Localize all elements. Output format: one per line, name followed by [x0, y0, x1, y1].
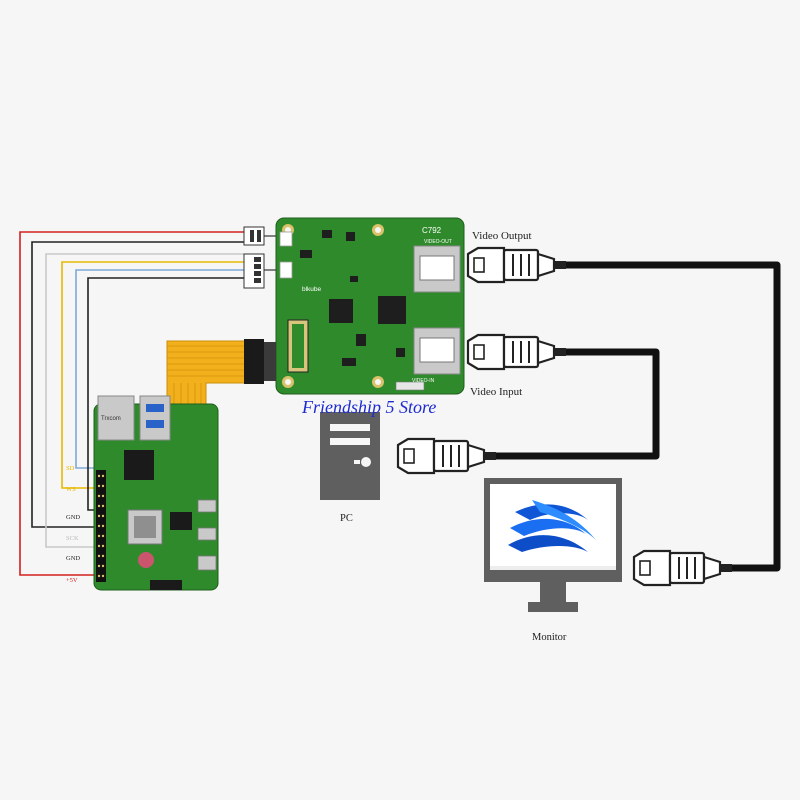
label-video-output: Video Output — [472, 230, 532, 242]
cable-video-output — [565, 261, 781, 572]
raspberry-pi-board: Trxcom — [93, 395, 219, 591]
wire-red-5v — [19, 231, 244, 576]
pc-tower-icon — [320, 412, 380, 500]
cable-video-input — [494, 348, 660, 460]
hdmi-cables — [494, 261, 781, 572]
header-4pin — [243, 253, 265, 289]
pin-label: +5V — [66, 577, 78, 584]
pin-label: WS — [66, 486, 76, 493]
store-watermark: Friendship 5 Store — [301, 397, 436, 417]
wire-gray-sck — [45, 253, 244, 548]
pin-label: GND — [66, 555, 80, 562]
board-brand: blkube — [302, 286, 322, 293]
windows-logo-icon — [508, 500, 596, 552]
hdmi-plug-pc — [396, 437, 496, 475]
wire-yellow-ws — [61, 261, 244, 489]
signal-wires — [19, 231, 244, 576]
gpio-pin-labels: SD WS GND SCK GND +5V — [66, 465, 80, 584]
board-video-out-label: VIDEO-OUT — [424, 239, 452, 245]
label-video-input: Video Input — [470, 386, 522, 398]
label-pc: PC — [340, 513, 353, 524]
hdmi-plug-video-input — [466, 333, 566, 371]
board-model: C792 — [422, 226, 442, 235]
hdmi-plug-video-output — [466, 246, 566, 284]
c792-board: C792 VIDEO-OUT VIDEO-IN blkube — [275, 217, 465, 395]
monitor-icon — [484, 478, 622, 612]
hdmi-plug-monitor — [632, 549, 732, 587]
wire-black-gnd — [87, 277, 244, 511]
pin-label: SD — [66, 465, 75, 472]
pi-usb-brand: Trxcom — [101, 416, 121, 422]
wire-blue-sd — [75, 269, 244, 469]
pin-label: SCK — [66, 535, 79, 542]
wire-black-top — [31, 241, 244, 528]
label-monitor: Monitor — [532, 632, 567, 643]
board-video-in-label: VIDEO-IN — [412, 378, 435, 384]
pin-label: GND — [66, 514, 80, 521]
header-2pin — [243, 226, 265, 246]
